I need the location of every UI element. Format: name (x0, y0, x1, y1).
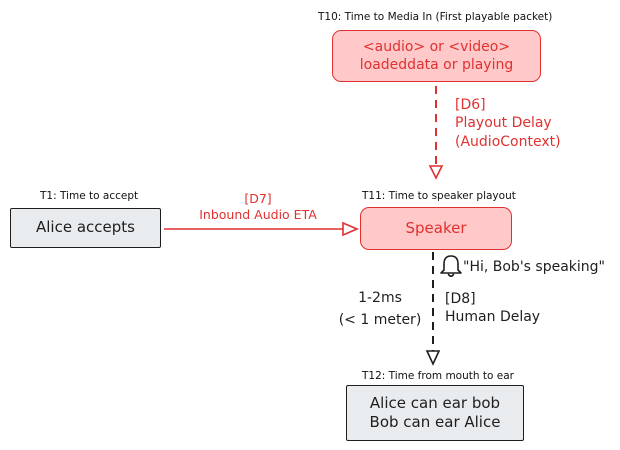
can-hear-box: Alice can ear bob Bob can ear Alice (346, 385, 524, 441)
d6-code: [D6] (455, 97, 486, 113)
distance-label: 1-2ms (< 1 meter) (330, 288, 430, 331)
d7-text: Inbound Audio ETA (199, 206, 317, 222)
d8-text: Human Delay (445, 309, 541, 326)
arrow-d7 (164, 221, 360, 237)
alice-accepts-box: Alice accepts (10, 208, 161, 248)
d7-code: [D7] (244, 191, 272, 206)
distance-line2: (< 1 meter) (338, 311, 422, 328)
alice-accepts-label: Alice accepts (36, 218, 135, 237)
can-hear-line1: Alice can ear bob (369, 393, 501, 412)
d6-line2: (AudioContext) (455, 133, 561, 150)
t11-caption: T11: Time to speaker playout (362, 190, 516, 202)
arrow-d6 (428, 86, 444, 180)
speaker-box: Speaker (360, 207, 512, 250)
d7-label: [D7] Inbound Audio ETA (195, 191, 321, 222)
bell-icon (440, 255, 462, 278)
d8-code: [D8] (445, 291, 476, 307)
speaker-label: Speaker (405, 218, 467, 237)
can-hear-line2: Bob can ear Alice (369, 413, 501, 431)
t10-caption: T10: Time to Media In (First playable pa… (318, 11, 553, 23)
media-in-box: <audio> or <video> loadeddata or playing (332, 30, 541, 82)
d6-line1: Playout Delay (455, 115, 552, 132)
speech-quote: "Hi, Bob's speaking" (463, 259, 605, 275)
distance-line1: 1-2ms (358, 290, 402, 306)
arrow-d8 (425, 252, 441, 366)
media-in-line1: <audio> or <video> (362, 38, 511, 55)
t12-caption: T12: Time from mouth to ear (362, 370, 514, 382)
d8-label: [D8] Human Delay (445, 290, 540, 327)
media-in-line2: loadeddata or playing (359, 57, 514, 73)
t1-caption: T1: Time to accept (40, 190, 139, 202)
d6-label: [D6] Playout Delay (AudioContext) (455, 96, 561, 151)
